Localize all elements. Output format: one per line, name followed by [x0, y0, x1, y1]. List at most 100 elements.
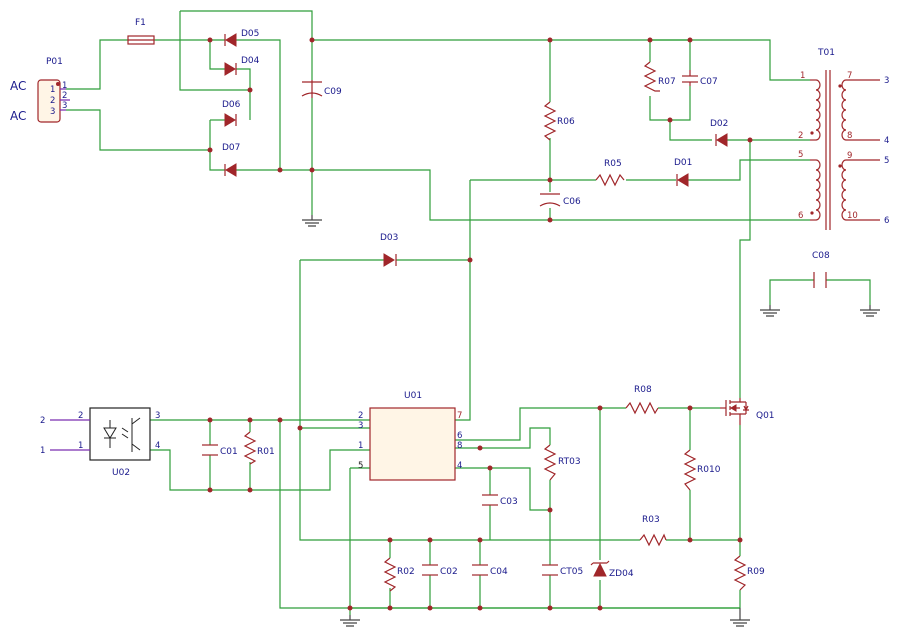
fuse-f1: F1 [127, 18, 155, 45]
resistor-r03: R03 [639, 515, 667, 547]
zener-zd04: ZD04 [590, 560, 634, 579]
diode-d02: D02 [710, 119, 728, 147]
diode-d05: D05 [224, 29, 259, 47]
u01-pin-3: 3 [358, 421, 363, 431]
u01-pin-2: 2 [358, 411, 363, 421]
zd04-ref: ZD04 [609, 569, 634, 579]
resistor-r07: R07 [643, 61, 676, 92]
capacitor-c04: C04 [472, 564, 508, 577]
r06-ref: R06 [557, 117, 575, 127]
t01-pin-8: 8 [847, 131, 852, 141]
t01-out-6: 6 [884, 216, 889, 226]
t01-pin-2: 2 [798, 131, 803, 141]
mosfet-q01: Q01 [720, 398, 775, 425]
resistor-r01: R01 [243, 431, 275, 465]
u01-pin-7: 7 [457, 411, 462, 421]
resistor-r09: R09 [733, 555, 765, 591]
resistor-r02: R02 [383, 557, 415, 592]
d02-ref: D02 [710, 119, 728, 129]
capacitor-c07: C07 [682, 70, 718, 87]
c08-ref: C08 [812, 251, 830, 261]
r010-ref: R010 [697, 465, 721, 475]
controller-u01: U01 2 3 1 5 7 6 8 4 [358, 391, 462, 481]
r07-ref: R07 [658, 77, 676, 87]
u02-pin-2: 2 [78, 411, 83, 421]
p01-pin-3: 3 [50, 107, 55, 117]
u02-pin-1: 1 [78, 441, 83, 451]
p01-outer-pin-2: 2 [62, 91, 67, 101]
capacitor-c06: C06 [539, 193, 581, 207]
diode-d07: D07 [222, 143, 240, 177]
ac-label-1: AC [10, 79, 26, 93]
u01-pin-8: 8 [457, 441, 462, 451]
capacitor-c09: C09 [301, 80, 342, 98]
ground-icon [730, 608, 750, 627]
u01-pin-5: 5 [358, 461, 363, 471]
ground-icon [760, 305, 780, 317]
t01-out-3: 3 [884, 76, 889, 86]
capacitor-c02: C02 [422, 564, 458, 577]
d07-ref: D07 [222, 143, 240, 153]
capacitor-c03: C03 [482, 494, 518, 507]
r08-ref: R08 [634, 385, 652, 395]
r02-ref: R02 [397, 567, 415, 577]
t01-pin-5: 5 [798, 150, 803, 160]
r01-ref: R01 [257, 447, 275, 457]
p01-pin-1: 1 [50, 85, 55, 95]
t01-out-5: 5 [884, 156, 889, 166]
capacitor-ct05: CT05 [542, 564, 583, 577]
capacitor-c01: C01 [202, 444, 238, 457]
u02-ext-1: 1 [40, 446, 45, 456]
ground-icon [860, 305, 880, 317]
c06-ref: C06 [563, 197, 581, 207]
r09-ref: R09 [747, 567, 765, 577]
t01-pin-7: 7 [847, 71, 852, 81]
t01-ref: T01 [817, 48, 835, 58]
resistor-r08: R08 [625, 385, 659, 415]
u02-ref: U02 [112, 468, 130, 478]
optocoupler-u02: U02 2 1 3 4 2 1 [40, 407, 160, 478]
c07-ref: C07 [700, 77, 718, 87]
p01-pin-2: 2 [50, 96, 55, 106]
p01-outer-pin-1: 1 [62, 81, 67, 91]
ct05-ref: CT05 [560, 567, 583, 577]
u02-pin-4: 4 [155, 441, 160, 451]
junctions [207, 37, 753, 611]
f1-ref: F1 [135, 18, 146, 28]
p01-outer-pin-3: 3 [62, 101, 67, 111]
ground-icon [302, 215, 322, 227]
q01-ref: Q01 [756, 411, 775, 421]
ground-symbols [302, 215, 880, 627]
c01-ref: C01 [220, 447, 238, 457]
d06-ref: D06 [222, 100, 241, 110]
diode-d06: D06 [222, 100, 241, 127]
connector-p01: AC AC P01 1 2 3 1 2 3 [10, 57, 70, 123]
resistor-r010: R010 [683, 449, 721, 491]
diode-d04: D04 [224, 56, 260, 76]
r05-ref: R05 [604, 159, 622, 169]
t01-pin-9: 9 [847, 151, 852, 161]
d03-ref: D03 [380, 233, 398, 243]
p01-ref: P01 [46, 57, 63, 67]
diode-d01: D01 [674, 158, 692, 187]
t01-pin-1: 1 [800, 71, 805, 81]
wires [66, 10, 871, 615]
u02-ext-2: 2 [40, 416, 45, 426]
diode-d03: D03 [380, 233, 398, 267]
u01-pin-6: 6 [457, 431, 462, 441]
u01-ref: U01 [404, 391, 422, 401]
d05-ref: D05 [241, 29, 259, 39]
c09-ref: C09 [324, 87, 342, 97]
ac-label-2: AC [10, 109, 26, 123]
t01-pin-6: 6 [798, 211, 803, 221]
d04-ref: D04 [241, 56, 260, 66]
t01-pin-10: 10 [847, 211, 858, 221]
t01-out-4: 4 [884, 136, 889, 146]
resistor-r06: R06 [543, 101, 575, 141]
u01-pin-4: 4 [457, 461, 462, 471]
c03-ref: C03 [500, 497, 518, 507]
c02-ref: C02 [440, 567, 458, 577]
rt03-ref: RT03 [558, 457, 581, 467]
capacitor-c08: C08 [812, 251, 830, 288]
